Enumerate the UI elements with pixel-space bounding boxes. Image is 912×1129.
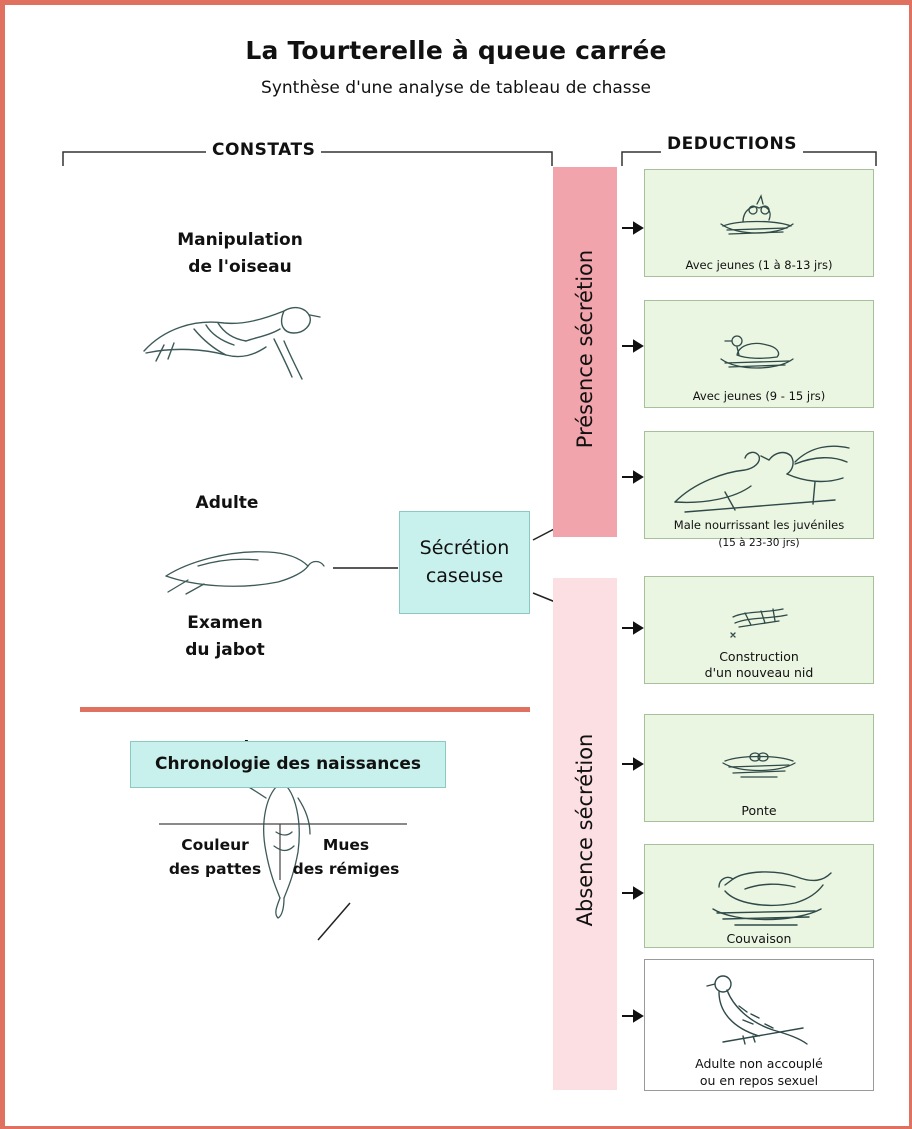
deduction-box-young-9-15: Avec jeunes (9 - 15 jrs) [644,300,874,408]
deduction-label: Ponte [741,803,777,818]
manipulation-label: Manipulation de l'oiseau [177,230,303,277]
deduction-label-1: Male nourrissant les juvéniles [673,518,845,532]
deduction-label: Avec jeunes (9 - 15 jrs) [692,389,826,403]
mues-remiges-label: Mues des rémiges [292,836,400,878]
absence-band: Absence sécrétion [553,578,617,1090]
chronologie-naissances-box: Chronologie des naissances [130,741,446,788]
adult-dove-icon [165,551,325,595]
deduction-label-2: (15 à 23-30 jrs) [718,537,800,549]
presence-band: Présence sécrétion [553,167,617,537]
deduction-label-1: Adulte non accouplé [695,1056,823,1071]
deduction-box-couvaison: Couvaison [644,844,874,948]
deduction-box-ponte: Ponte [644,714,874,822]
deduction-box-construction: Construction d'un nouveau nid [644,576,874,684]
deduction-label: Couvaison [726,931,792,946]
deductions-header: DEDUCTIONS [661,134,803,154]
constats-header: CONSTATS [206,140,322,160]
section-divider [80,707,530,712]
nest-building-icon [730,608,788,638]
examen-label: Examen du jabot [185,613,265,660]
secretion-caseuse-box: Sécrétion caseuse [399,511,530,614]
page-title: La Tourterelle à queue carrée [245,36,667,65]
nest-with-egg-icon [722,752,796,778]
deduction-label-2: ou en repos sexuel [699,1073,819,1088]
deduction-box-male-feeding: Male nourrissant les juvéniles (15 à 23-… [644,431,874,549]
deduction-box-non-accouple: Adulte non accouplé ou en repos sexuel [644,959,874,1091]
deduction-box-young-1-13: Avec jeunes (1 à 8-13 jrs) [644,169,874,277]
deduction-label-2: d'un nouveau nid [704,665,814,680]
perched-dove-icon [706,975,808,1045]
nest-with-chicks-icon [720,194,794,235]
deduction-label-1: Construction [719,649,799,664]
feeding-doves-icon [674,445,850,513]
deduction-label: Avec jeunes (1 à 8-13 jrs) [685,258,833,272]
page-subtitle: Synthèse d'une analyse de tableau de cha… [261,78,651,98]
adulte-label: Adulte [195,493,259,513]
couleur-pattes-label: Couleur des pattes [168,836,262,878]
brooding-dove-icon [712,871,832,926]
nest-with-young-icon [720,335,794,369]
hand-holding-bird-icon [143,306,321,380]
